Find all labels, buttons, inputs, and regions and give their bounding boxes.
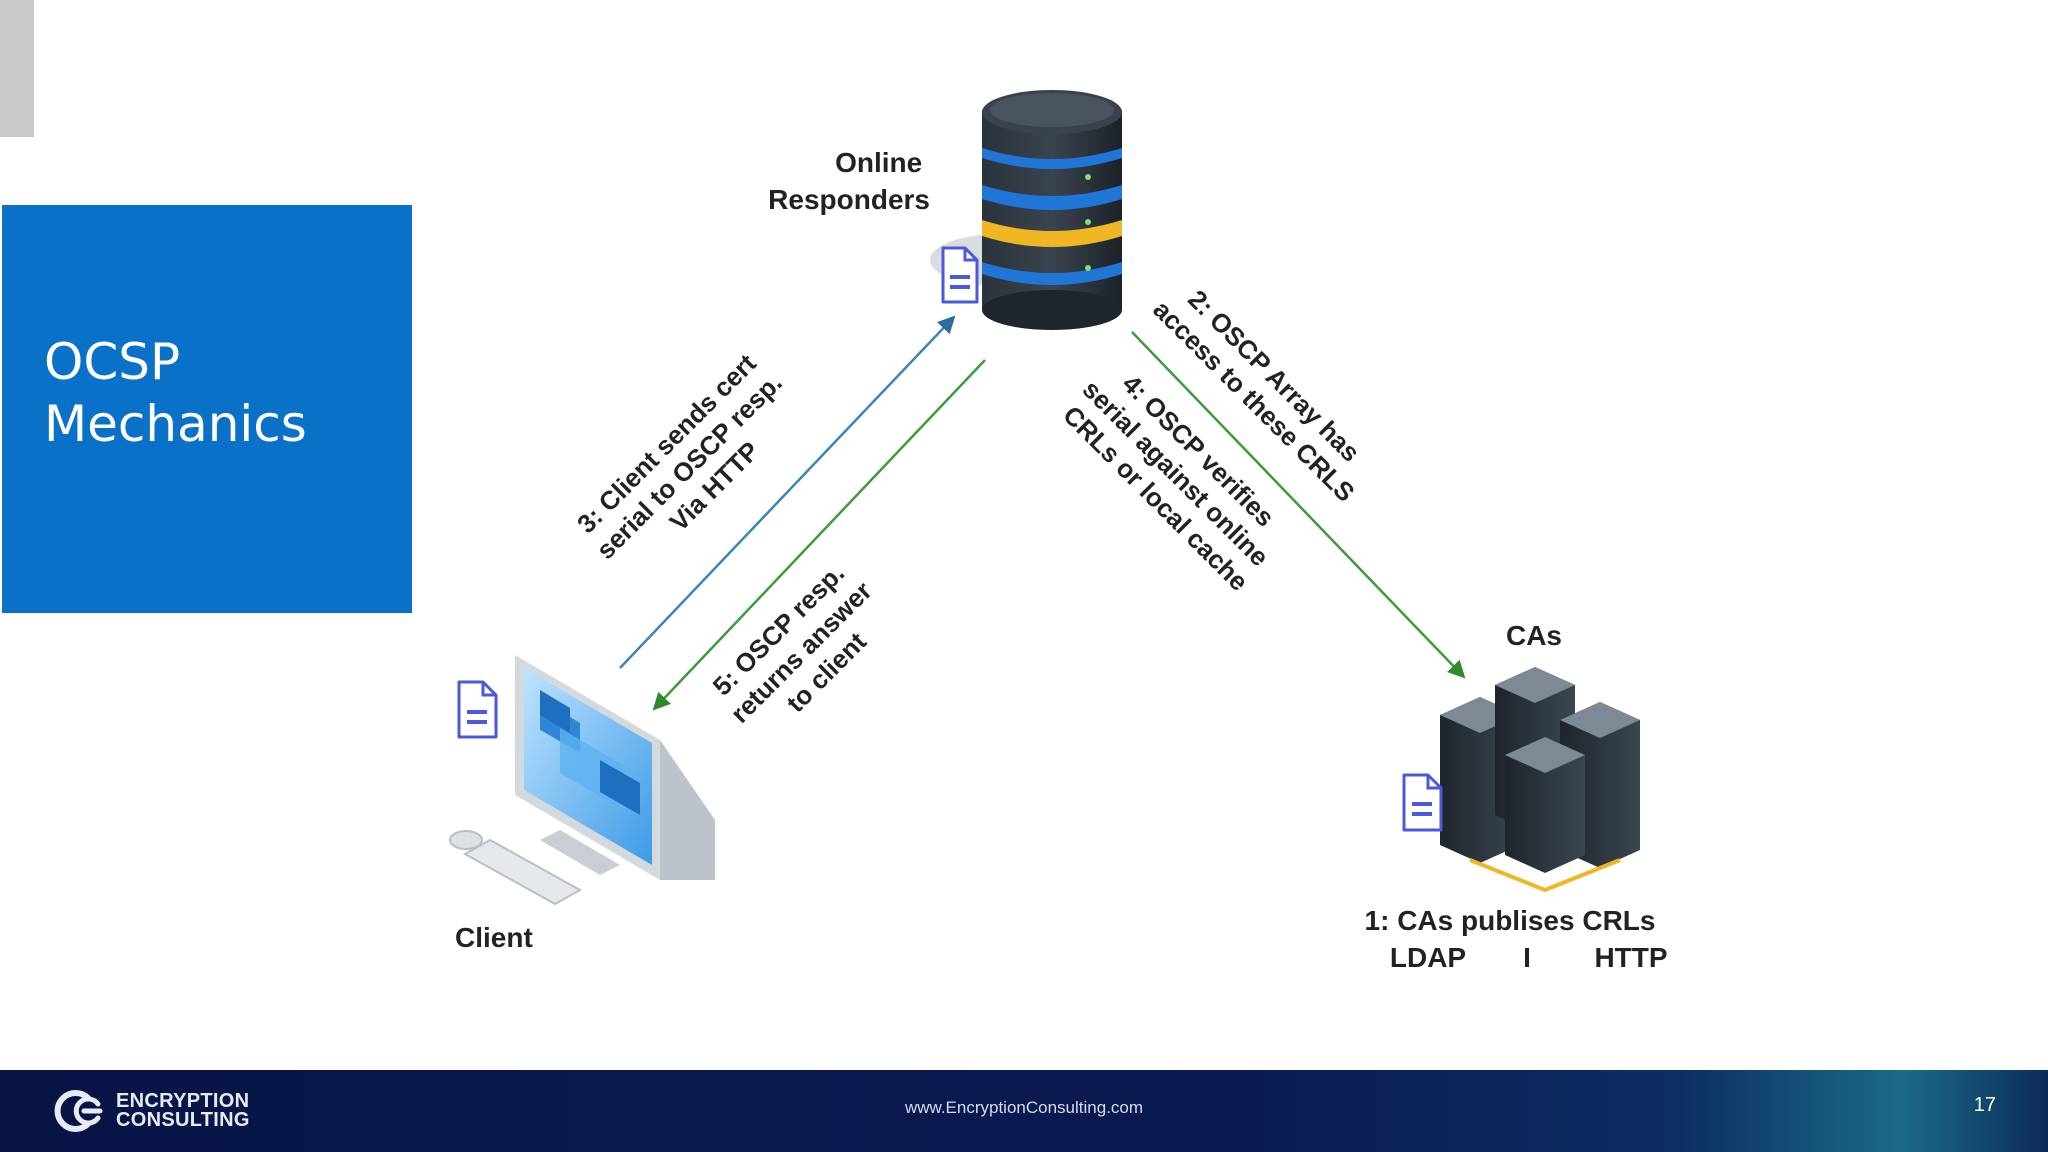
client-label: Client	[455, 922, 533, 953]
document-icon-responders	[941, 246, 979, 304]
page-number: 17	[1973, 1094, 1996, 1116]
step-5-label: 5: OSCP resp. returns answer to client	[702, 548, 905, 751]
cas-label: CAs	[1506, 620, 1562, 651]
logo-mark-icon	[54, 1090, 103, 1132]
document-icon-client	[457, 680, 498, 739]
ca-server-racks-icon	[1440, 667, 1640, 893]
client-computer-icon	[449, 655, 715, 906]
step-3-label: 3: Client sends cert serial to OSCP resp…	[568, 340, 816, 588]
logo-text: ENCRYPTION CONSULTING	[116, 1090, 250, 1131]
online-responders-label: Online Responders	[768, 147, 930, 215]
decorative-tab	[0, 0, 34, 137]
ca-publish-http: HTTP	[1594, 942, 1667, 973]
company-logo: ENCRYPTION CONSULTING	[48, 1088, 288, 1134]
ca-publishes-label: 1: CAs publises CRLs	[1365, 905, 1656, 936]
step-4-label: 4: OSCP verifies serial against online C…	[1054, 351, 1302, 599]
footer-bar: ENCRYPTION CONSULTING www.EncryptionCons…	[0, 1070, 2048, 1152]
arrow-responder-to-client	[652, 359, 986, 711]
slide-title-line-2: Mechanics	[44, 395, 307, 453]
arrow-responder-to-cas	[1131, 331, 1466, 679]
slide-title-line-1: OCSP	[44, 333, 181, 391]
document-icon-cas	[1402, 773, 1443, 832]
ca-publish-ldap: LDAP	[1390, 942, 1466, 973]
arrow-client-to-responder	[619, 315, 956, 669]
ocsp-diagram: Online Responders Client	[449, 90, 1668, 973]
ca-publish-separator: I	[1523, 942, 1531, 973]
slide-title-box: OCSP Mechanics	[2, 205, 412, 613]
footer-url[interactable]: www.EncryptionConsulting.com	[904, 1098, 1144, 1117]
